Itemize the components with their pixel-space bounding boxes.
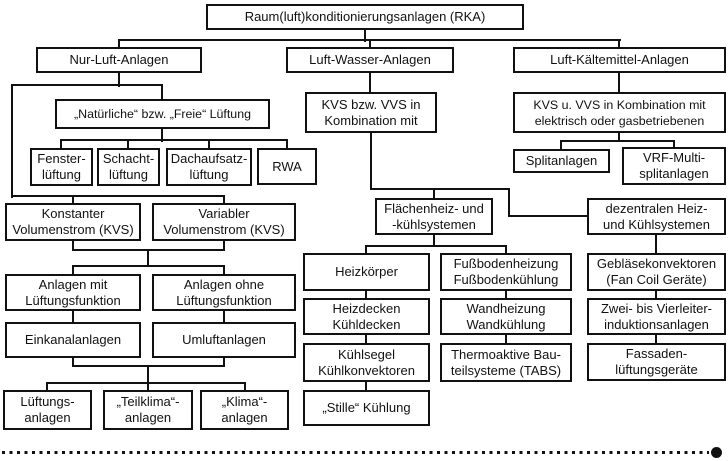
node-dachaufsatzlueftung: Dachaufsatz- lüftung	[166, 148, 252, 186]
dotted-baseline	[2, 451, 709, 454]
connector-line	[655, 233, 657, 255]
connector-line	[161, 127, 163, 142]
baseline-end-dot-icon	[711, 447, 722, 458]
connector-line	[369, 71, 371, 94]
connector-line	[223, 239, 225, 251]
node-stille-kuehlung: „Stille“ Kühlung	[303, 390, 430, 426]
connector-line	[560, 140, 562, 151]
connector-line	[433, 233, 435, 247]
connector-line	[365, 380, 367, 392]
connector-line	[365, 245, 367, 255]
connector-line	[508, 188, 510, 217]
connector-line	[365, 245, 507, 247]
connector-line	[223, 356, 225, 367]
node-fussbodenheizung: Fußbodenheizung Fußbodenkühlung	[440, 253, 572, 291]
node-tabs: Thermoaktive Bau- teilsysteme (TABS)	[440, 343, 572, 382]
connector-line	[60, 139, 62, 150]
connector-line	[433, 188, 435, 200]
node-splitanlagen: Splitanlagen	[513, 149, 610, 173]
node-klimaanlagen: „Klima“- anlagen	[200, 390, 289, 430]
connector-line	[369, 39, 371, 49]
connector-line	[60, 139, 288, 141]
node-flaechenheiz-kuehlsysteme: Flächenheiz- und -kühlsystemen	[375, 198, 493, 235]
connector-line	[244, 382, 246, 392]
connector-line	[508, 215, 589, 217]
node-kvs-vvs-elektrisch: KVS u. VVS in Kombination mit elektrisch…	[513, 92, 726, 133]
connector-line	[147, 365, 149, 384]
node-fensterlueftung: Fenster- lüftung	[30, 148, 93, 186]
node-geblaesekonvektoren: Gebläsekonvektoren (Fan Coil Geräte)	[587, 253, 726, 291]
node-variabler-volumenstrom: Variabler Volumenstrom (KVS)	[152, 203, 296, 241]
connector-line	[46, 382, 48, 392]
node-luft-wasser-anlagen: Luft-Wasser-Anlagen	[286, 47, 454, 73]
connector-line	[147, 382, 149, 392]
node-wandheizung-wandkuehlung: Wandheizung Wandkühlung	[440, 298, 572, 335]
connector-line	[72, 265, 225, 267]
node-teilklimaanlagen: „Teilklima“- anlagen	[103, 390, 193, 430]
node-root: Raum(luft)konditionierungsanlagen (RKA)	[206, 4, 524, 30]
connector-line	[11, 84, 13, 198]
connector-line	[223, 265, 225, 276]
connector-line	[118, 39, 120, 49]
connector-line	[72, 356, 74, 367]
connector-line	[370, 188, 510, 190]
node-heizdecken-kuehldecken: Heizdecken Kühldecken	[303, 298, 430, 335]
node-zwei-bis-vierleiter: Zwei- bis Vierleiter- induktionsanlagen	[587, 298, 726, 335]
node-konstanter-volumenstrom: Konstanter Volumenstrom (KVS)	[5, 203, 141, 241]
connector-line	[655, 289, 657, 300]
connector-line	[11, 84, 163, 86]
connector-line	[286, 139, 288, 150]
connector-line	[505, 333, 507, 345]
node-heizkoerper: Heizkörper	[303, 253, 430, 291]
node-vrf-multisplitanlagen: VRF-Multi- splitanlagen	[622, 147, 726, 185]
connector-line	[161, 84, 163, 101]
node-dezentrale-heiz-kuehlsysteme: dezentralen Heiz- und Kühlsystemen	[587, 198, 726, 235]
connector-line	[365, 333, 367, 345]
connector-line	[364, 28, 366, 42]
node-rwa: RWA	[257, 148, 317, 185]
connector-line	[223, 309, 225, 324]
connector-line	[618, 39, 620, 49]
connector-line	[127, 139, 129, 150]
connector-line	[673, 140, 675, 149]
connector-line	[11, 195, 225, 197]
node-fassadenlueftungsgeraete: Fassaden- lüftungsgeräte	[587, 343, 726, 381]
connector-line	[370, 131, 372, 190]
node-anlagen-ohne-lueftungsfunktion: Anlagen ohne Lüftungsfunktion	[152, 274, 296, 311]
node-luft-kaeltemittel-anlagen: Luft-Kältemittel-Anlagen	[513, 47, 726, 73]
node-nur-luft-anlagen: Nur-Luft-Anlagen	[36, 47, 202, 73]
connector-line	[618, 71, 620, 94]
connector-line	[72, 265, 74, 276]
node-lueftungsanlagen: Lüftungs- anlagen	[3, 390, 92, 430]
node-natuerliche-lueftung: „Natürliche“ bzw. „Freie“ Lüftung	[55, 99, 270, 129]
node-anlagen-mit-lueftungsfunktion: Anlagen mit Lüftungsfunktion	[5, 274, 141, 311]
connector-line	[72, 309, 74, 324]
connector-line	[223, 195, 225, 205]
connector-line	[365, 289, 367, 300]
connector-line	[505, 245, 507, 255]
connector-line	[505, 289, 507, 300]
connector-line	[147, 249, 149, 267]
connector-line	[655, 333, 657, 345]
node-schachtlueftung: Schacht- lüftung	[97, 148, 160, 186]
node-einkanalanlagen: Einkanalanlagen	[5, 322, 141, 358]
connector-line	[72, 239, 74, 251]
connector-line	[118, 71, 120, 87]
node-kuehlsegel-kuehlkonvektoren: Kühlsegel Kühlkonvektoren	[303, 343, 430, 382]
node-umluftanlagen: Umluftanlagen	[152, 322, 296, 358]
connector-line	[618, 131, 620, 142]
connector-line	[72, 195, 74, 205]
connector-line	[208, 139, 210, 150]
connector-line	[46, 382, 246, 384]
node-kvs-vvs-kombination: KVS bzw. VVS in Kombination mit	[305, 92, 437, 133]
connector-line	[560, 140, 675, 142]
